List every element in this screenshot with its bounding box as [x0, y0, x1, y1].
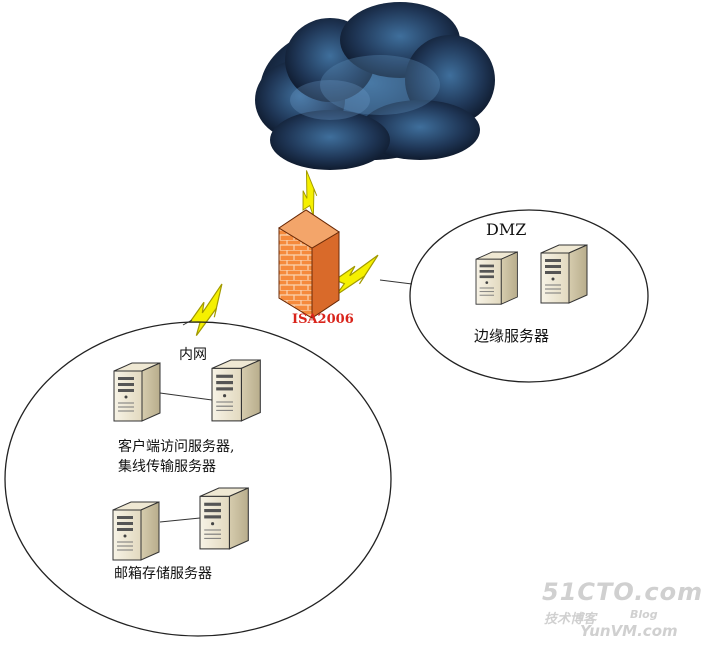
dmz-title: DMZ	[486, 220, 527, 239]
link-bolt-firewall-intranet	[180, 283, 238, 337]
mailbox-server-2	[199, 487, 249, 550]
mailbox-label: 邮箱存储服务器	[114, 566, 212, 582]
hub-transport-server	[211, 359, 261, 422]
cas-hub-label-line2: 集线传输服务器	[118, 459, 216, 475]
watermark-tech-blog: 技术博客	[544, 612, 597, 627]
internet-cloud	[255, 2, 495, 170]
cas-server	[113, 362, 161, 422]
dmz-zone	[409, 209, 649, 383]
firewall-label: ISA2006	[292, 312, 354, 327]
link-bolt-firewall-dmz	[332, 254, 382, 296]
intranet-title: 内网	[179, 347, 207, 363]
cas-hub-label-line1: 客户端访问服务器,	[118, 439, 235, 455]
dmz-server-2	[540, 244, 588, 304]
mailbox-server-1	[112, 501, 160, 561]
watermark-51cto: 51CTO.com	[542, 578, 703, 606]
link-cas-hub	[159, 392, 213, 401]
link-mailbox	[159, 517, 201, 523]
network-diagram	[4, 2, 649, 637]
link-bolt-cloud-firewall	[287, 169, 332, 217]
intranet-zone	[4, 321, 392, 637]
firewall-icon	[278, 209, 340, 319]
dmz-server-1	[475, 251, 518, 305]
watermark-blog: Blog	[630, 608, 658, 621]
dmz-server-label: 边缘服务器	[474, 327, 550, 345]
watermark-yunvm: YunVM.com	[580, 622, 678, 640]
